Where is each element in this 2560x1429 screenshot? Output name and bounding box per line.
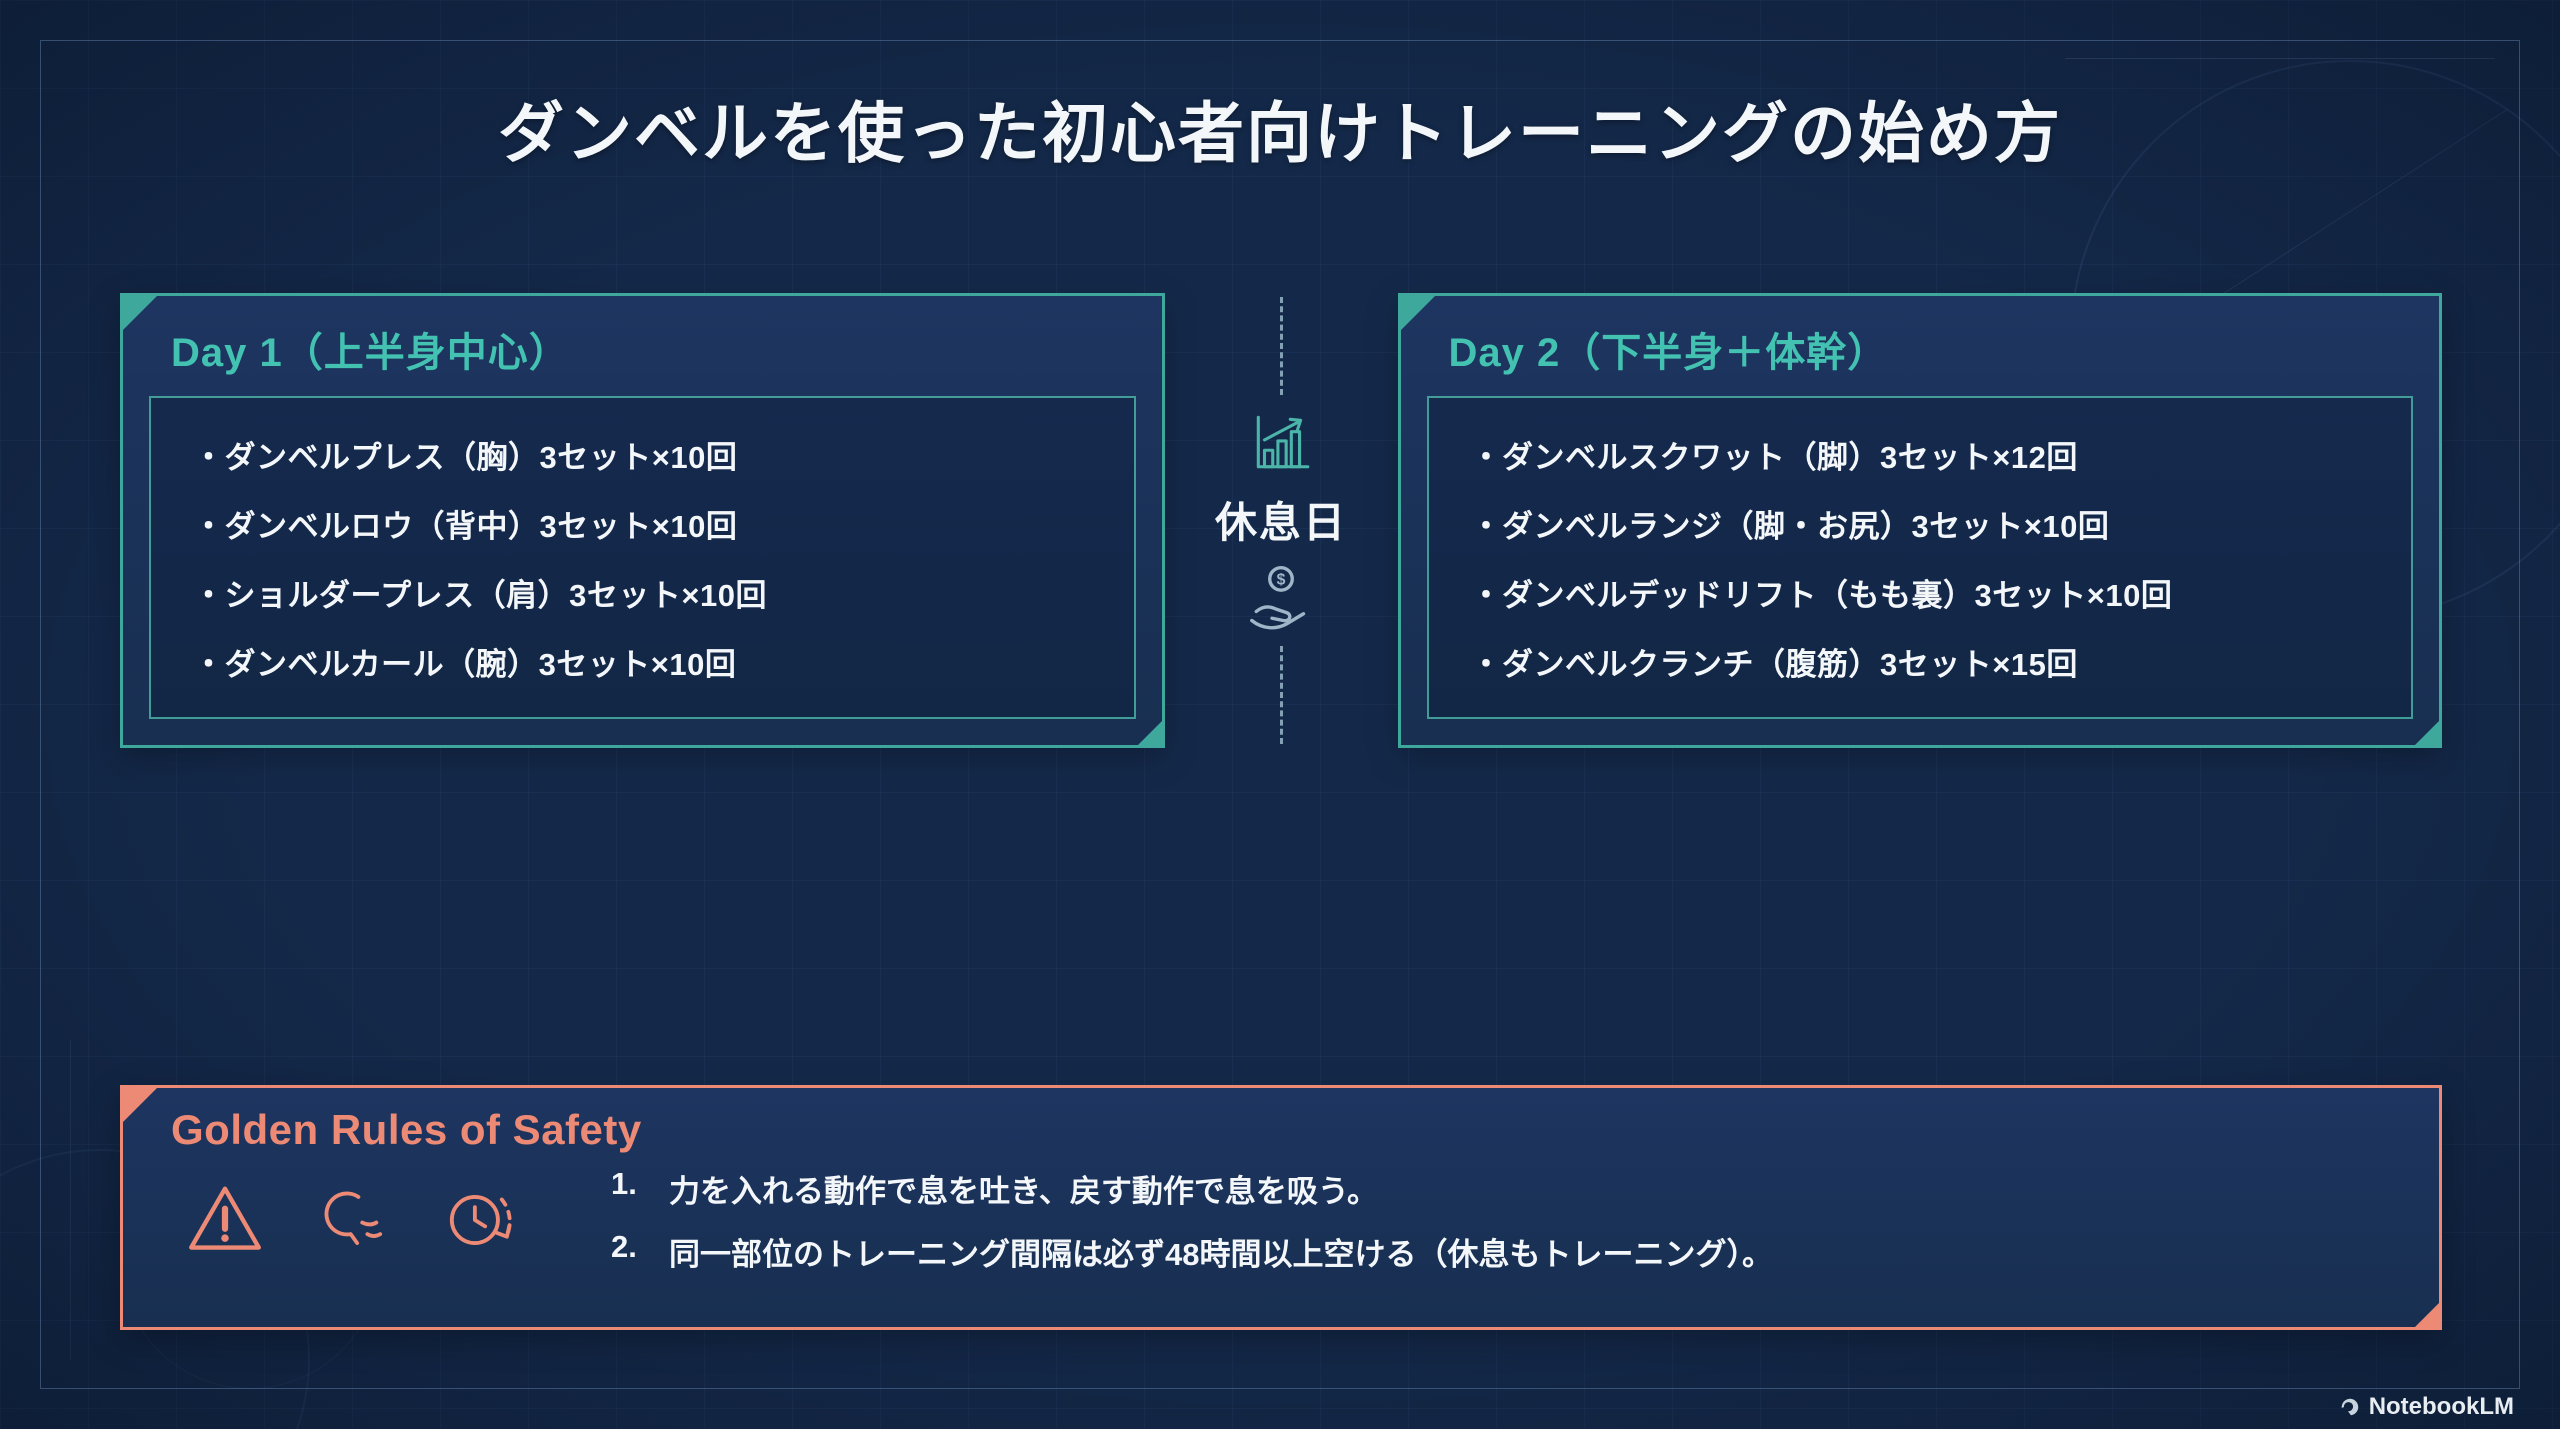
rule-text: 力を入れる動作で息を吐き、戻す動作で息を吸う。 — [669, 1174, 1378, 1209]
dashed-line-bottom — [1279, 646, 1283, 744]
day1-title: Day 1（上半身中心） — [171, 331, 570, 375]
safety-rules-list: 1. 力を入れる動作で息を吐き、戻す動作で息を吸う。 2. 同一部位のトレーニン… — [611, 1166, 1773, 1274]
exercise-item: ・ダンベルランジ（脚・お尻）3セット×10回 — [1470, 508, 2110, 544]
rule-number: 2. — [611, 1229, 637, 1264]
rest-interval-clock-icon — [449, 1195, 512, 1245]
safety-icons — [185, 1179, 521, 1261]
notebooklm-branding: NotebookLM — [2339, 1393, 2514, 1421]
training-days-row: Day 1（上半身中心） ・ダンベルプレス（胸）3セット×10回 ・ダンベルロウ… — [120, 293, 2442, 748]
safety-rule: 1. 力を入れる動作で息を吐き、戻す動作で息を吸う。 — [611, 1166, 1773, 1211]
brand-name: NotebookLM — [2368, 1393, 2514, 1420]
dashed-line-top — [1279, 297, 1283, 395]
safety-rules-card: Golden Rules of Safety — [120, 1085, 2442, 1330]
rule-number: 1. — [611, 1166, 637, 1201]
rest-day-label: 休息日 — [1214, 499, 1347, 546]
rest-day-divider: 休息日 $ — [1165, 293, 1398, 748]
exercise-item: ・ダンベルカール（腕）3セット×10回 — [193, 646, 737, 682]
exercise-item: ・ダンベルプレス（胸）3セット×10回 — [193, 439, 738, 475]
safety-title: Golden Rules of Safety — [171, 1106, 642, 1153]
safety-rule: 2. 同一部位のトレーニング間隔は必ず48時間以上空ける（休息もトレーニング）。 — [611, 1229, 1773, 1274]
bar-chart-growth-icon — [1256, 415, 1310, 469]
day2-exercise-list: ・ダンベルスクワット（脚）3セット×12回 ・ダンベルランジ（脚・お尻）3セット… — [1426, 396, 2413, 719]
exercise-item: ・ショルダープレス（肩）3セット×10回 — [193, 577, 767, 613]
exercise-item: ・ダンベルスクワット（脚）3セット×12回 — [1470, 439, 2078, 475]
day1-card: Day 1（上半身中心） ・ダンベルプレス（胸）3セット×10回 ・ダンベルロウ… — [120, 293, 1165, 748]
dollar-symbol: $ — [1277, 572, 1286, 589]
exercise-item: ・ダンベルロウ（背中）3セット×10回 — [193, 508, 738, 544]
day2-title: Day 2（下半身＋体幹） — [1448, 331, 1889, 375]
warning-icon — [189, 1186, 261, 1250]
page-title: ダンベルを使った初心者向けトレーニングの始め方 — [498, 96, 2062, 170]
notebooklm-logo-icon — [2341, 1398, 2358, 1416]
coin-hand-icon: $ — [1250, 565, 1306, 630]
rule-text: 同一部位のトレーニング間隔は必ず48時間以上空ける（休息もトレーニング）。 — [669, 1237, 1773, 1272]
safety-content: 1. 力を入れる動作で息を吐き、戻す動作で息を吸う。 2. 同一部位のトレーニン… — [123, 1158, 2439, 1274]
exercise-item: ・ダンベルデッドリフト（もも裏）3セット×10回 — [1470, 577, 2173, 613]
exercise-item: ・ダンベルクランチ（腹筋）3セット×15回 — [1470, 646, 2078, 682]
day1-exercise-list: ・ダンベルプレス（胸）3セット×10回 ・ダンベルロウ（背中）3セット×10回 … — [149, 396, 1136, 719]
breathing-icon — [324, 1191, 383, 1245]
day2-card: Day 2（下半身＋体幹） ・ダンベルスクワット（脚）3セット×12回 ・ダンベ… — [1397, 293, 2442, 748]
